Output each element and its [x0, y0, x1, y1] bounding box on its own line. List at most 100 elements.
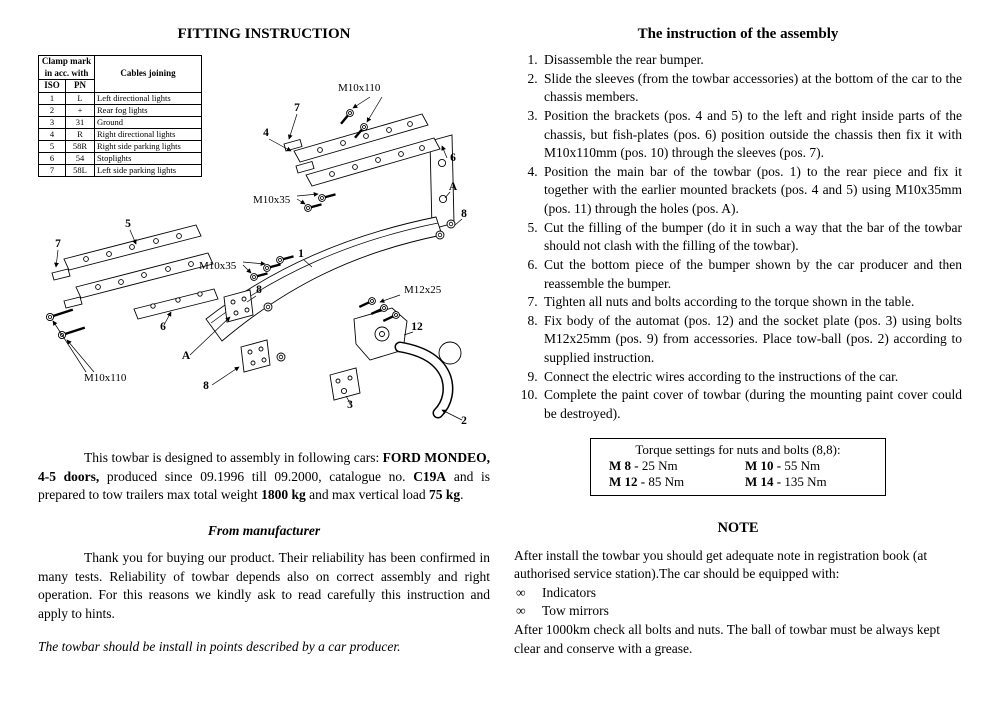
clamp-pn-value: 31	[65, 116, 95, 130]
socket-plate	[329, 367, 361, 401]
equipment-label: Indicators	[542, 584, 596, 600]
clamp-iso-value: 7	[38, 164, 66, 178]
diagram-label: A	[182, 350, 191, 362]
clamp-col-iso: ISO	[38, 79, 66, 94]
clamp-cable-value: Stoplights	[94, 152, 202, 166]
torque-entry: M 14 - 135 Nm	[745, 474, 867, 490]
torque-value: 85 Nm	[648, 473, 685, 489]
clamp-iso-value: 2	[38, 104, 66, 118]
diagram-label: A	[449, 181, 458, 193]
torque-label: M 10 -	[745, 457, 782, 473]
diagram-label: 1	[298, 248, 304, 260]
diagram-label: 4	[263, 127, 269, 139]
diagram-label: 8	[461, 208, 467, 220]
assembly-step: Cut the bottom piece of the bumper shown…	[541, 256, 962, 293]
left-bracket-plates	[51, 224, 214, 309]
note-heading: NOTE	[717, 519, 759, 536]
infinity-bullet: ∞	[516, 603, 526, 619]
torque-value: 135 Nm	[784, 473, 827, 489]
torque-entry: M 8 - 25 Nm	[609, 458, 731, 474]
clamp-col-pn: PN	[65, 79, 95, 94]
equipment-item: ∞ Tow mirrors	[514, 602, 962, 621]
clamp-iso-value: 1	[38, 92, 66, 106]
left-column: FITTING INSTRUCTION Clamp mark in acc. w…	[38, 24, 490, 701]
diagram-labels: M10x110 7 4 6 A 8 M10x35 5 7 M10x35 1 8 …	[55, 82, 467, 427]
diagram-label: 12	[411, 321, 423, 333]
vehicle-model: FORD MONDEO, 4-5 doors,	[38, 450, 490, 484]
clamp-row: 7 58L Left side parking lights	[38, 164, 202, 178]
clamp-row: 6 54 Stoplights	[38, 152, 202, 166]
tow-ball	[394, 341, 462, 419]
clamp-cable-value: Right side parking lights	[94, 140, 202, 154]
diagram-label: 2	[461, 415, 467, 427]
clamp-row: 5 58R Right side parking lights	[38, 140, 202, 154]
assembly-step: Position the main bar of the towbar (pos…	[541, 163, 962, 219]
assembly-step: Tighten all nuts and bolts according to …	[541, 293, 962, 312]
torque-label: M 12 -	[609, 473, 646, 489]
assembly-title: The instruction of the assembly	[637, 26, 839, 42]
towbar-diagram: M10x110 7 4 6 A 8 M10x35 5 7 M10x35 1 8 …	[44, 82, 467, 427]
clamp-row: 4 R Right directional lights	[38, 128, 202, 142]
assembly-step: Cut the filling of the bumper (do it in …	[541, 219, 962, 256]
diagram-label: M10x110	[84, 372, 127, 384]
clamp-cable-value: Left side parking lights	[94, 164, 202, 178]
diagram-label: 8	[256, 284, 262, 296]
text-segment: and max vertical load	[305, 487, 430, 503]
assembly-step: Position the brackets (pos. 4 and 5) to …	[541, 107, 962, 163]
leader-lines	[52, 96, 463, 421]
assembly-step: Connect the electric wires according to …	[541, 368, 962, 387]
assembly-steps: Disassemble the rear bumper. Slide the s…	[514, 51, 962, 424]
clamp-iso-value: 5	[38, 140, 66, 154]
vehicle-info-paragraph: This towbar is designed to assembly in f…	[38, 449, 490, 505]
note-intro: After install the towbar you should get …	[514, 547, 928, 582]
diagram-area: Clamp mark in acc. with Cables joining I…	[38, 51, 490, 443]
catalogue-number: C19A	[413, 468, 447, 484]
fish-plate	[133, 288, 219, 320]
torque-label: M 14 -	[745, 473, 782, 489]
clamp-pn-value: L	[65, 92, 95, 106]
diagram-label: 7	[294, 102, 300, 114]
bolt-m10x110-left	[44, 304, 88, 341]
clamp-table: Clamp mark in acc. with Cables joining I…	[38, 54, 202, 178]
clamp-iso-value: 4	[38, 128, 66, 142]
equipment-label: Tow mirrors	[542, 603, 609, 619]
diagram-label: M10x35	[199, 260, 237, 272]
assembly-step: Fix body of the automat (pos. 12) and th…	[541, 312, 962, 368]
note-outro: After 1000km check all bolts and nuts. T…	[514, 622, 941, 656]
assembly-step: Slide the sleeves (from the towbar acces…	[541, 70, 962, 107]
clamp-header-mark: Clamp mark in acc. with	[38, 54, 95, 81]
torque-entry: M 12 - 85 Nm	[609, 474, 731, 490]
assembly-step: Complete the paint cover of towbar (duri…	[541, 386, 962, 423]
diagram-label: M10x110	[338, 82, 381, 94]
diagram-label: M10x35	[253, 194, 291, 206]
diagram-label: 5	[125, 218, 131, 230]
torque-settings-box: Torque settings for nuts and bolts (8,8)…	[590, 437, 886, 496]
clamp-pn-value: 58L	[65, 164, 95, 178]
torque-entry: M 10 - 55 Nm	[745, 458, 867, 474]
max-vertical-load: 75 kg	[429, 487, 461, 503]
clamp-row: 2 + Rear fog lights	[38, 104, 202, 118]
text-segment: This towbar is designed to assembly in f…	[84, 450, 383, 465]
diagram-label: 6	[160, 321, 166, 333]
end-plate-bottom	[240, 339, 271, 373]
max-total-weight: 1800 kg	[261, 487, 306, 503]
diagram-label: 6	[450, 152, 456, 164]
diagram-label: 8	[203, 380, 209, 392]
clamp-cable-value: Right directional lights	[94, 128, 202, 142]
torque-label: M 8 -	[609, 457, 639, 473]
bolt-m10x35-upper	[302, 189, 338, 214]
text-segment: produced since 09.1996 till 09.2000, cat…	[99, 468, 414, 484]
clamp-pn-value: 54	[65, 152, 95, 166]
end-plate-left	[223, 289, 254, 323]
assembly-step: Disassemble the rear bumper.	[541, 51, 962, 70]
clamp-row: 3 31 Ground	[38, 116, 202, 130]
clamp-row: 1 L Left directional lights	[38, 92, 202, 106]
equipment-list: ∞ Indicators ∞ Tow mirrors	[514, 584, 962, 621]
torque-grid: M 8 - 25 Nm M 10 - 55 Nm M 12 - 85 Nm M …	[601, 458, 875, 490]
upper-bracket-plates	[283, 113, 441, 187]
clamp-header-cables: Cables joining	[94, 54, 202, 94]
diagram-label: M12x25	[404, 284, 442, 296]
page-title: FITTING INSTRUCTION	[177, 26, 351, 42]
clamp-cable-value: Ground	[94, 116, 202, 130]
from-manufacturer-heading: From manufacturer	[207, 522, 321, 538]
